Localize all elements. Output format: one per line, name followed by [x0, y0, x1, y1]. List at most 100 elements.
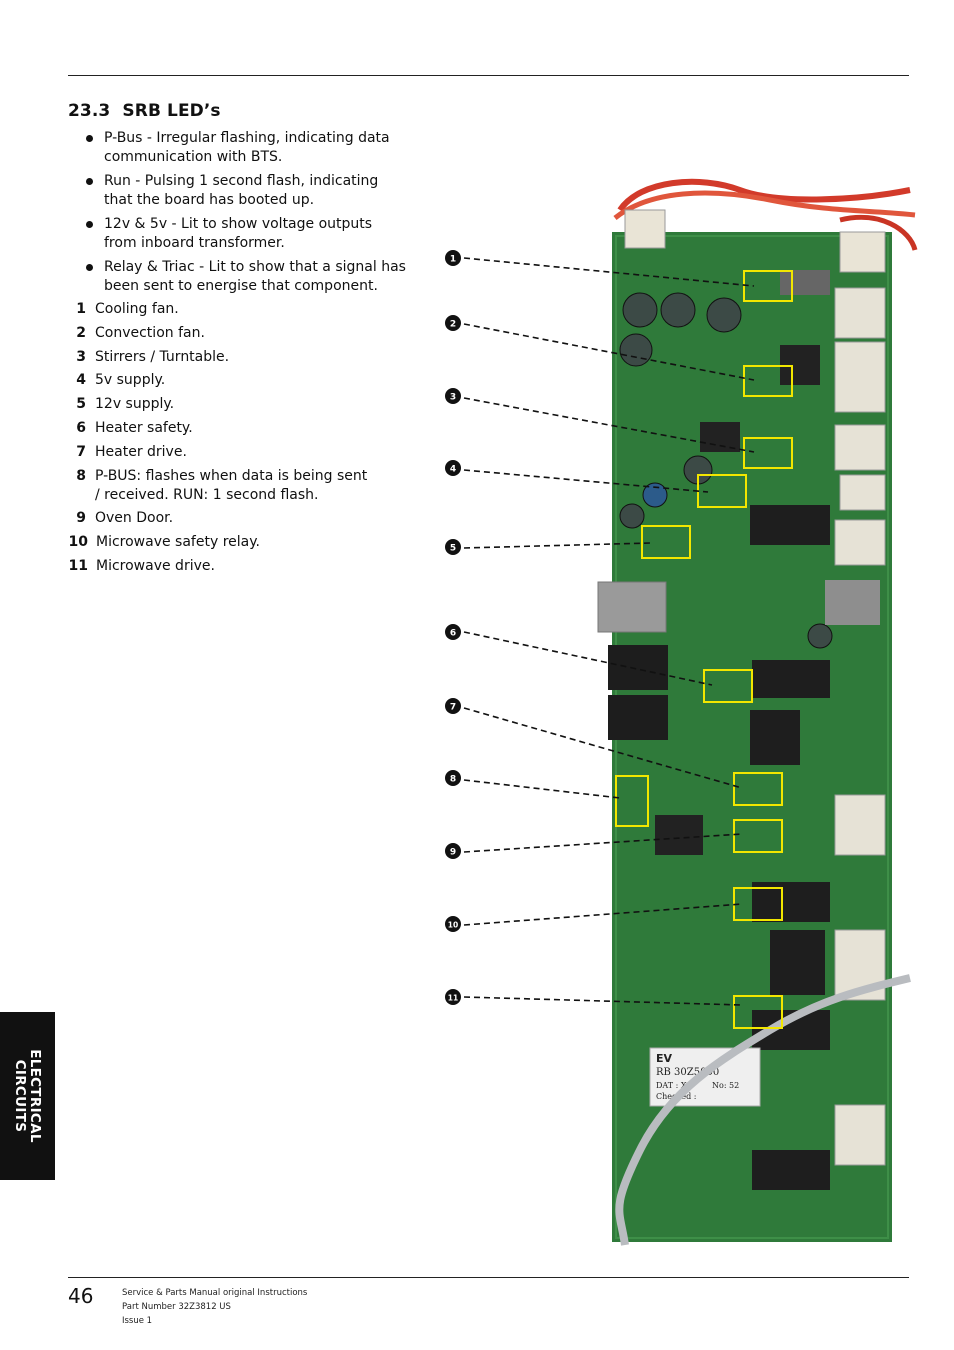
ethernet-socket	[597, 581, 667, 633]
callout-marker	[445, 539, 461, 555]
callout-label: 6	[450, 629, 456, 639]
callout-marker	[445, 388, 461, 404]
relay	[752, 1150, 830, 1190]
callout-label: 2	[450, 320, 456, 330]
capacitor	[642, 482, 668, 508]
capacitor	[660, 292, 696, 328]
power-cable	[617, 178, 911, 212]
connector	[624, 209, 666, 249]
leader-line	[463, 542, 651, 549]
led-highlight	[733, 819, 783, 853]
led-description-list: P-Bus - Irregular flashing, indicating d…	[86, 129, 406, 301]
capacitor	[622, 292, 658, 328]
capacitor	[807, 623, 833, 649]
callout-label: 9	[450, 848, 456, 858]
grey-cable	[615, 974, 911, 1246]
list-item: P-Bus - Irregular flashing, indicating d…	[86, 129, 406, 167]
board-label-text: RB 30Z5000	[656, 1067, 719, 1078]
page-number: 46	[68, 1284, 94, 1308]
led-highlight	[743, 365, 793, 397]
leader-line	[463, 996, 743, 1006]
callout-marker	[445, 916, 461, 932]
leader-line	[463, 779, 621, 799]
callout-marker	[445, 770, 461, 786]
triac-module	[770, 930, 825, 995]
bullet-icon	[86, 221, 93, 228]
callout-marker	[445, 698, 461, 714]
inductor	[700, 422, 740, 452]
list-item: Run - Pulsing 1 second flash, indicating…	[86, 172, 406, 210]
triac-module	[750, 710, 800, 765]
srb-board-photo: EV RB 30Z5000 DAT : X8 No: 52 Checked :	[445, 178, 918, 1246]
srb-board-figure: EV RB 30Z5000 DAT : X8 No: 52 Checked :	[440, 170, 920, 1250]
leader-line	[463, 631, 713, 686]
callout-label: 1	[450, 255, 456, 265]
leader-line	[463, 469, 709, 493]
relay	[752, 660, 830, 698]
callout-label: 3	[450, 393, 456, 403]
bullet-icon	[86, 264, 93, 271]
relay	[750, 505, 830, 545]
section-number: 23.3	[68, 101, 111, 121]
leader-line	[463, 707, 743, 789]
callout-label: 11	[448, 994, 458, 1003]
led-highlight	[733, 995, 783, 1029]
connector	[839, 474, 886, 511]
transformer	[780, 270, 830, 295]
footer-rule	[68, 1277, 909, 1278]
list-item: Relay & Triac - Lit to show that a signa…	[86, 258, 406, 296]
led-highlight	[733, 772, 783, 806]
bullet-icon	[86, 135, 93, 142]
connector	[839, 231, 886, 273]
capacitor	[706, 297, 742, 333]
board-label-text: DAT : X8	[656, 1081, 692, 1090]
led-highlight	[743, 437, 793, 469]
connector	[834, 287, 886, 339]
callout-label: 5	[450, 544, 456, 554]
leader-line	[463, 833, 743, 853]
microcontroller	[655, 815, 703, 855]
leader-lines	[463, 257, 755, 1006]
callout-marker	[445, 843, 461, 859]
section-heading: 23.3 SRB LED’s	[68, 101, 221, 121]
callout-marker	[445, 989, 461, 1005]
board-label-text: No: 52	[712, 1081, 739, 1090]
power-cable	[839, 214, 918, 251]
led-highlight	[615, 775, 649, 827]
capacitor	[619, 333, 653, 367]
led-highlight	[703, 669, 753, 703]
connector	[834, 424, 886, 471]
connector	[834, 1104, 886, 1166]
connector	[608, 645, 668, 690]
led-highlight	[743, 270, 793, 302]
connector	[608, 695, 668, 740]
connector	[834, 519, 886, 566]
callouts: 1 2 3 4 5 6 7 8 9 10 11	[445, 250, 461, 1005]
led-highlight	[641, 525, 691, 559]
section-title: SRB LED’s	[122, 101, 221, 121]
callout-label: 7	[450, 703, 456, 713]
footer-text: Service & Parts Manual original Instruct…	[122, 1288, 308, 1326]
capacitor	[619, 503, 645, 529]
list-item: 12v & 5v - Lit to show voltage outputs f…	[86, 215, 406, 253]
board-label-text: EV	[656, 1052, 673, 1065]
connector	[834, 341, 886, 413]
leader-line	[463, 397, 755, 453]
callout-marker	[445, 315, 461, 331]
leader-line	[463, 257, 755, 287]
side-tab-label: ELECTRICAL CIRCUITS	[12, 1049, 43, 1143]
section-side-tab: ELECTRICAL CIRCUITS	[0, 1012, 55, 1180]
callout-label: 8	[450, 775, 456, 785]
